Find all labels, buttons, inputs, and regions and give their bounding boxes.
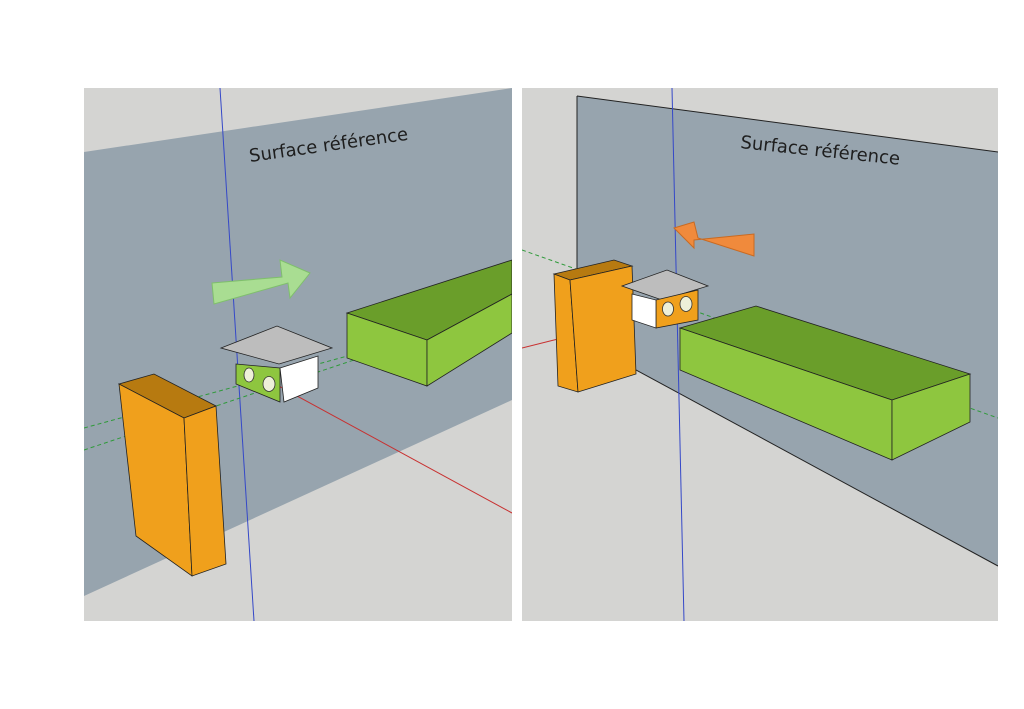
blue-axis bbox=[219, 88, 255, 621]
green-block-side bbox=[426, 293, 512, 387]
connector-hole-icon bbox=[262, 376, 276, 392]
blue-axis bbox=[671, 88, 685, 621]
connector-hole-icon bbox=[243, 367, 255, 383]
connector-box-side bbox=[631, 293, 657, 329]
orange-block-side bbox=[569, 265, 637, 393]
connector-hole-icon bbox=[662, 301, 674, 317]
red-axis bbox=[522, 337, 563, 349]
connector-box-lid bbox=[219, 325, 334, 365]
connector-hole-icon bbox=[679, 296, 693, 312]
move-left-arrow-icon bbox=[673, 221, 755, 257]
wall-edge bbox=[576, 337, 998, 567]
left-view-panel: Surface référence bbox=[84, 88, 512, 621]
left-scene: Surface référence bbox=[84, 88, 512, 621]
wall-edge bbox=[576, 95, 998, 153]
red-axis bbox=[263, 377, 512, 514]
connector-box-front bbox=[279, 355, 319, 403]
right-view-panel: Surface référence bbox=[522, 88, 998, 621]
move-right-arrow-icon bbox=[211, 259, 311, 305]
right-scene: Surface référence bbox=[522, 88, 998, 621]
orange-block-side bbox=[183, 405, 227, 577]
green-block-side bbox=[891, 373, 971, 461]
